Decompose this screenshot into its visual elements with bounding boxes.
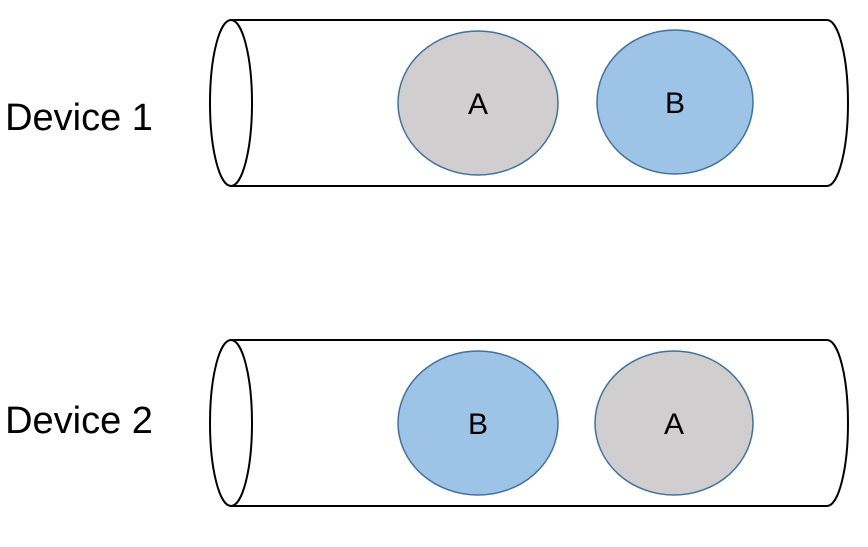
- device-2-slot-a-label: A: [664, 408, 684, 441]
- device-1-group: Device 1 A B: [5, 19, 849, 187]
- device-2-slot-b-circle: [397, 350, 559, 496]
- device-2-cylinder-left-cap: [209, 339, 253, 507]
- device-1-slot-a-label: A: [468, 88, 488, 121]
- device-2-slot-a-circle: [594, 350, 754, 496]
- device-1-cylinder-left-cap: [209, 19, 253, 187]
- device-2-group: Device 2 B A: [5, 339, 849, 507]
- device-1-label: Device 1: [5, 97, 153, 139]
- device-1-slot-b-label: B: [665, 87, 685, 120]
- device-2-label: Device 2: [5, 400, 153, 442]
- device-1-cylinder-body: [230, 19, 849, 187]
- device-1-slot-b-circle: [596, 29, 754, 175]
- device-2-slot-b-label: B: [468, 408, 488, 441]
- device-2-cylinder-body: [230, 339, 849, 507]
- device-1-slot-a-circle: [397, 30, 559, 176]
